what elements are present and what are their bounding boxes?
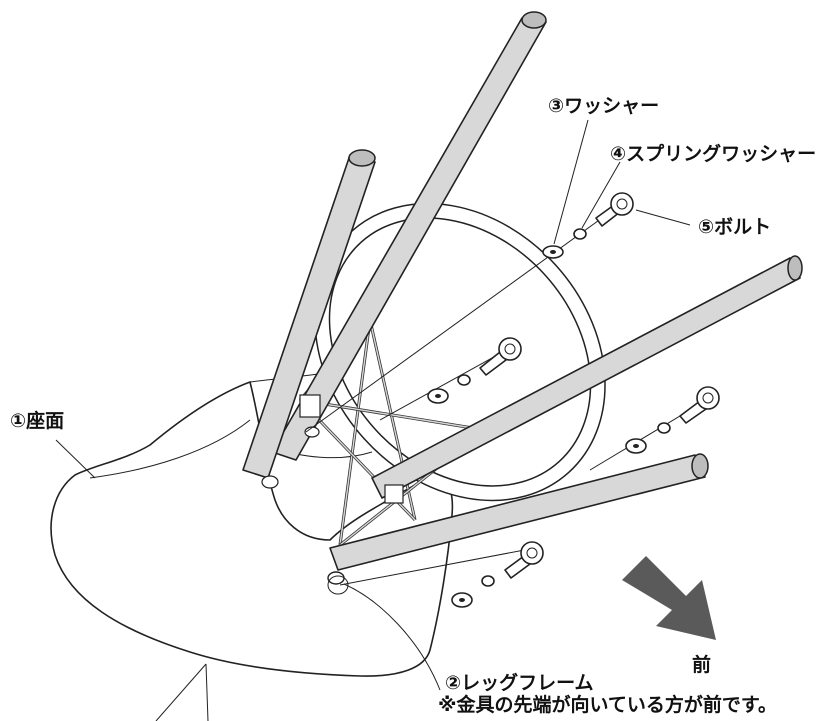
hardware-set-4 (339, 541, 544, 608)
hardware-set-3 (589, 386, 720, 471)
leg-right (371, 255, 803, 499)
leg-top (271, 11, 547, 461)
seat-label: ①座面 (10, 410, 65, 432)
hardware-set-2 (379, 337, 522, 421)
front-label: 前 (692, 654, 712, 676)
leg-frame-label: ②レッグフレーム (445, 672, 594, 694)
bolt-label: ⑤ボルト (698, 216, 772, 238)
leg-front (329, 453, 709, 571)
spring-washer-label: ④スプリングワッシャー (610, 143, 817, 165)
leader-lines (55, 119, 691, 691)
hardware-set-1 (305, 192, 634, 433)
front-direction-arrow (622, 556, 716, 640)
leg-frame-bracket (261, 394, 404, 595)
front-orientation-note: ※金具の先端が向いている方が前です。 (438, 694, 778, 716)
ring-frame (314, 202, 606, 502)
washer-label: ③ワッシャー (548, 95, 660, 117)
